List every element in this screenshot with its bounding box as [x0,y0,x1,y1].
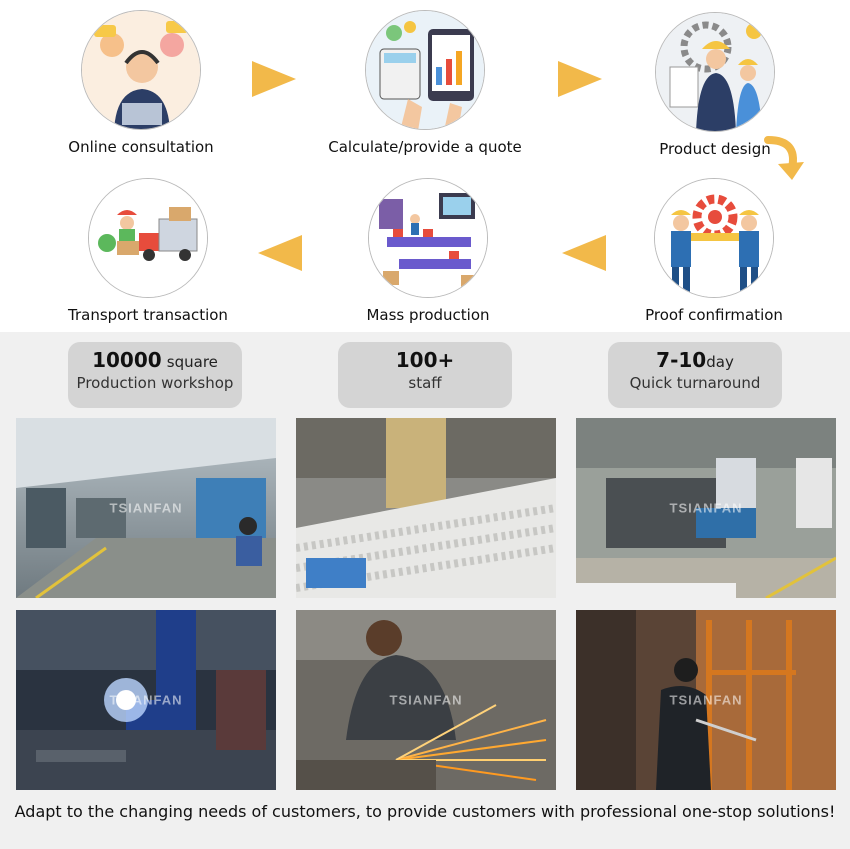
step-label: Product design [659,140,771,158]
step-transport-transaction: Transport transaction [38,178,258,324]
stat-turnaround: 7-10day Quick turnaround [608,342,782,408]
delivery-truck-icon [88,178,208,298]
stat-desc: Production workshop [76,374,234,392]
stat-desc: Quick turnaround [629,374,761,392]
arrow-right-icon [252,61,296,97]
step-mass-production: Mass production [318,178,538,324]
engineer-design-icon [655,12,775,132]
arrow-left-icon [258,235,302,271]
step-label: Online consultation [68,138,214,156]
step-calculate-quote: Calculate/provide a quote [315,10,535,156]
robot-welding-photo: TSIANFAN [16,610,276,790]
watermark: TSIANFAN [669,692,743,708]
welder-worker-photo: TSIANFAN [576,610,836,790]
stat-value: 7-10 [656,348,707,372]
step-label: Proof confirmation [645,306,783,324]
arrow-right-icon [558,61,602,97]
step-online-consultation: Online consultation [31,10,251,156]
watermark: TSIANFAN [109,692,183,708]
stat-unit: square [166,353,218,371]
assembly-line-icon [368,178,488,298]
stat-value: 100+ [395,348,455,372]
step-proof-confirmation: Proof confirmation [604,178,824,324]
step-product-design: Product design [605,12,825,158]
arrow-left-icon [562,235,606,271]
stat-workshop: 10000 square Production workshop [68,342,242,408]
watermark: TSIANFAN [109,500,183,516]
curved-arrow-icon [764,136,804,180]
stat-desc: staff [408,374,442,392]
gear-workers-icon [654,178,774,298]
step-label: Transport transaction [68,306,228,324]
cnc-machine-photo: TSIANFAN [576,418,836,598]
watermark: TSIANFAN [389,692,463,708]
headset-agent-icon [81,10,201,130]
stat-staff: 100+ staff [338,342,512,408]
step-label: Mass production [366,306,490,324]
watermark: TSIANFAN [669,500,743,516]
stat-unit: day [706,353,734,371]
step-label: Calculate/provide a quote [328,138,522,156]
laser-cutting-photo [296,418,556,598]
footer-slogan: Adapt to the changing needs of customers… [14,802,836,821]
factory-workshop-photo: TSIANFAN [16,418,276,598]
calculator-chart-icon [365,10,485,130]
grinding-sparks-photo: TSIANFAN [296,610,556,790]
stat-value: 10000 [92,348,162,372]
